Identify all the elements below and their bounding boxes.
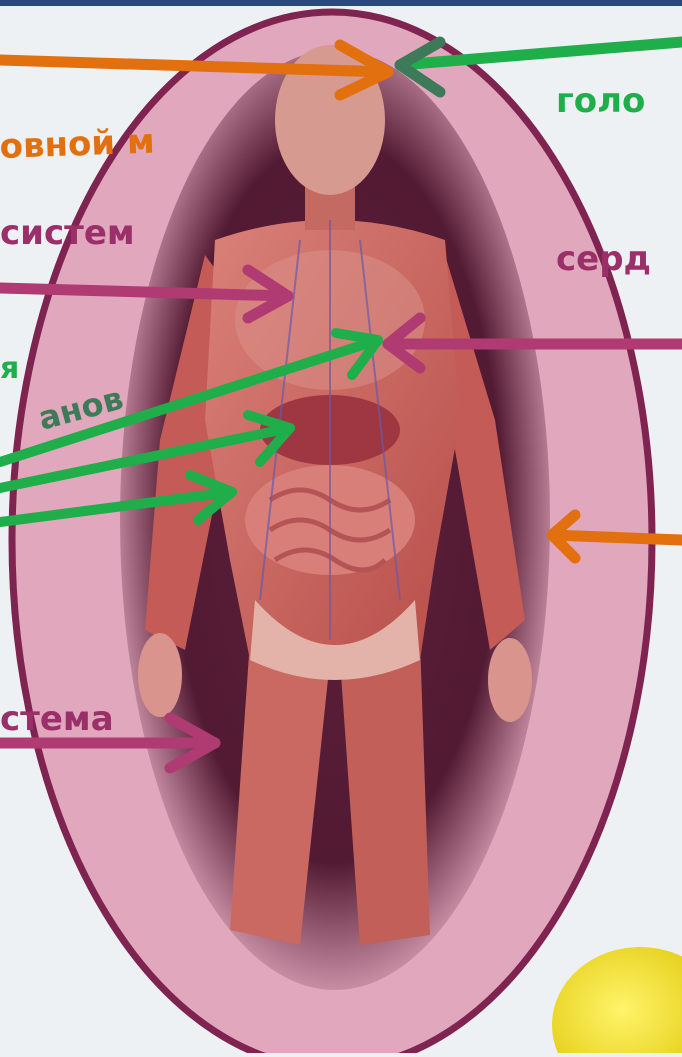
- label-brain: овной м: [0, 122, 155, 167]
- label-organs-ya: я: [0, 351, 19, 386]
- lemon-icon: [552, 947, 682, 1053]
- label-heart: серд: [556, 239, 651, 279]
- label-system: систем: [0, 213, 135, 253]
- label-head: голо: [556, 81, 645, 121]
- label-system2: стема: [0, 699, 114, 739]
